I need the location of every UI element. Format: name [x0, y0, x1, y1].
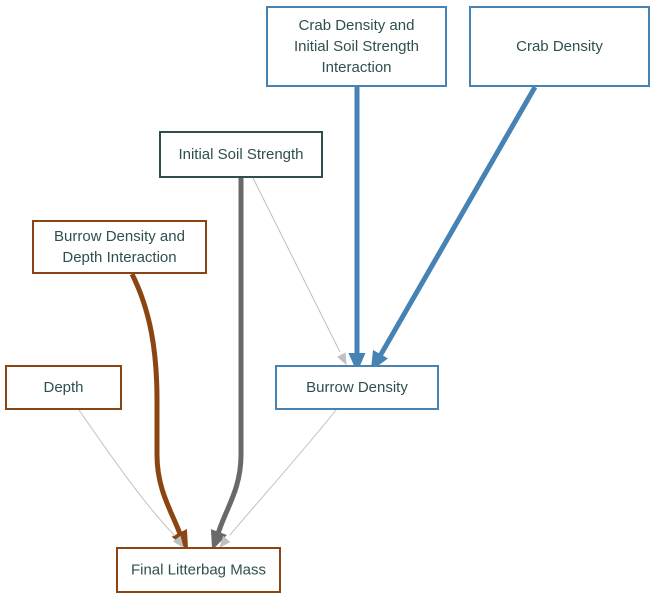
edge-line: [252, 177, 341, 353]
node-litter: Final Litterbag Mass: [116, 547, 281, 593]
node-box: [32, 220, 207, 274]
edges-layer: [78, 85, 538, 551]
node-box: [266, 6, 447, 87]
node-box: [159, 131, 323, 178]
edge-line: [78, 409, 176, 537]
edge-arrowhead: [219, 535, 231, 549]
edge-crab_soil-to-burrow: [348, 87, 366, 373]
node-label: Initial Soil Strength: [178, 146, 303, 163]
node-label: Depth: [43, 379, 83, 396]
edge-arrowhead: [210, 529, 227, 551]
node-crab: Crab Density: [469, 6, 650, 87]
node-soil: Initial Soil Strength: [159, 131, 323, 178]
edge-line: [129, 272, 183, 535]
edge-arrowhead: [172, 535, 184, 549]
edge-line: [229, 409, 337, 536]
edge-burrow_depth-to-litter: [129, 272, 189, 551]
node-label: Initial Soil Strength: [294, 38, 419, 55]
node-depth: Depth: [5, 365, 122, 410]
edge-soil-to-litter: [210, 178, 244, 551]
edge-arrowhead: [348, 353, 366, 373]
node-label: Interaction: [321, 59, 391, 76]
node-box: [5, 365, 122, 410]
edge-arrowhead: [370, 349, 388, 372]
edge-line: [377, 85, 538, 358]
node-label: Crab Density and: [299, 17, 415, 34]
edge-depth-to-litter: [78, 409, 184, 549]
node-box: [469, 6, 650, 87]
node-box: [275, 365, 439, 410]
edge-burrow-to-litter: [219, 409, 337, 549]
node-label: Depth Interaction: [62, 249, 176, 266]
node-label: Crab Density: [516, 38, 603, 55]
node-burrow: Burrow Density: [275, 365, 439, 410]
node-label: Final Litterbag Mass: [131, 562, 266, 579]
node-box: [116, 547, 281, 593]
node-label: Burrow Density: [306, 379, 408, 396]
edge-soil-to-burrow: [252, 177, 347, 366]
edge-crab-to-burrow: [370, 85, 538, 372]
edge-arrowhead: [337, 352, 347, 366]
node-label: Burrow Density and: [54, 228, 185, 245]
edge-line: [215, 178, 244, 535]
